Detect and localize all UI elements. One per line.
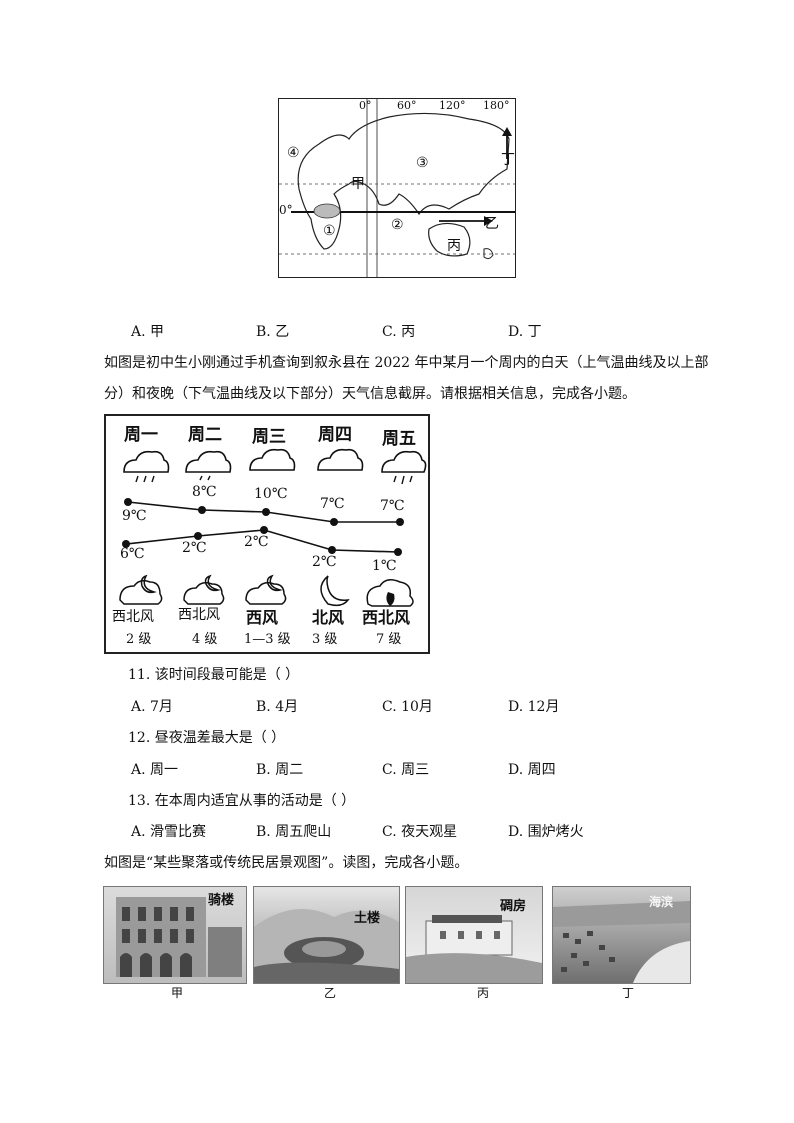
weather-icons-chart	[119, 448, 427, 607]
q13-option-a: A. 滑雪比赛	[131, 824, 207, 840]
night-temp-mon: 6℃	[120, 546, 145, 562]
q12-option-d: D. 周四	[508, 762, 556, 778]
photo-caption-ding: 丁	[621, 986, 634, 1000]
day-thu: 周四	[318, 425, 352, 445]
longitude-0-label: 0°	[359, 99, 372, 112]
night-temp-tue: 2℃	[182, 540, 207, 556]
diaofang-image	[406, 915, 542, 983]
photo-label-diaofang: 碉房	[500, 899, 527, 914]
option-c: C. 丙	[382, 324, 416, 340]
day-fri: 周五	[382, 429, 416, 449]
wind-fri: 西北风	[362, 608, 411, 627]
day-temp-mon: 9℃	[122, 508, 147, 524]
q11-option-a: A. 7月	[131, 699, 173, 715]
photo-label-qilou: 骑楼	[208, 893, 235, 908]
map-label-3: ③	[416, 155, 429, 171]
world-map	[279, 99, 515, 277]
longitude-120-label: 120°	[439, 99, 466, 112]
map-label-2: ②	[391, 217, 404, 233]
cloud-rain-icon	[123, 450, 170, 473]
q11-option-d: D. 12月	[508, 699, 560, 715]
photo-label-tulou: 土楼	[354, 911, 381, 926]
photo-tulou: 土楼	[253, 886, 400, 984]
photo-caption-bing: 丙	[476, 986, 489, 1000]
day-temp-wed: 10℃	[254, 486, 288, 502]
longitude-60-label: 60°	[397, 99, 417, 112]
longitude-180-label: 180°	[483, 99, 510, 112]
option-b: B. 乙	[256, 324, 290, 340]
tulou-image	[254, 909, 399, 983]
level-thu: 3 级	[312, 632, 338, 647]
map-label-1: ①	[323, 223, 336, 239]
map-label-4: ④	[287, 145, 300, 161]
equator-label: 0°	[279, 203, 293, 217]
day-tue: 周二	[188, 425, 222, 445]
option-a: A. 甲	[131, 324, 165, 340]
photo-caption-yi: 乙	[323, 986, 336, 1000]
wind-thu: 北风	[312, 608, 345, 627]
question-11-stem: 11. 该时间段最可能是（ ）	[128, 667, 300, 683]
photo-coastal-village: 海滨	[552, 886, 691, 984]
level-wed: 1—3 级	[244, 632, 291, 647]
q13-option-d: D. 围炉烤火	[508, 824, 584, 840]
photo-label-haibin: 海滨	[649, 895, 674, 909]
level-fri: 7 级	[376, 632, 402, 647]
coastal-village-image	[553, 901, 690, 983]
question-12-stem: 12. 昼夜温差最大是（ ）	[128, 730, 286, 746]
photo-arcade-building: 骑楼	[103, 886, 247, 984]
q11-option-c: C. 10月	[382, 699, 433, 715]
map-label-ding: 丁	[501, 152, 515, 168]
map-label-jia: 甲	[351, 176, 365, 192]
wind-tue: 西北风	[178, 607, 220, 623]
weather-forecast-figure: 周一 周二 周三 周四 周五	[104, 414, 430, 654]
arcade-building-image	[116, 897, 242, 977]
question-13-stem: 13. 在本周内适宜从事的活动是（ ）	[128, 793, 356, 809]
level-mon: 2 级	[126, 632, 152, 647]
wind-mon: 西北风	[112, 609, 154, 625]
q12-option-b: B. 周二	[256, 762, 304, 778]
q11-option-b: B. 4月	[256, 699, 299, 715]
q12-option-a: A. 周一	[131, 762, 179, 778]
day-mon: 周一	[124, 425, 158, 445]
night-temp-wed: 2℃	[244, 534, 269, 550]
world-map-figure: 0° 60° 120° 180° 0° ① ② ③ ④ 甲 乙 丙 丁	[278, 98, 516, 278]
q12-option-c: C. 周三	[382, 762, 430, 778]
q13-option-c: C. 夜天观星	[382, 824, 458, 840]
q13-option-b: B. 周五爬山	[256, 824, 332, 840]
map-label-yi: 乙	[485, 216, 499, 232]
intro-paragraph-line1: 如图是初中生小刚通过手机查询到叙永县在 2022 年中某月一个周内的白天（上气温…	[104, 355, 709, 371]
intro-paragraph-2: 如图是“某些聚落或传统民居景观图”。读图，完成各小题。	[104, 855, 469, 871]
night-temp-thu: 2℃	[312, 554, 337, 570]
map-label-bing: 丙	[447, 238, 461, 254]
wind-wed: 西风	[246, 608, 279, 627]
level-tue: 4 级	[192, 632, 218, 647]
photo-caption-jia: 甲	[170, 986, 183, 1000]
night-temp-fri: 1℃	[372, 558, 397, 574]
photo-diaofang: 碉房	[405, 886, 543, 984]
option-d: D. 丁	[508, 324, 542, 340]
intro-paragraph-line2: 分）和夜晚（下气温曲线及以下部分）天气信息截屏。请根据相关信息，完成各小题。	[104, 386, 636, 402]
day-wed: 周三	[252, 427, 286, 447]
day-temp-tue: 8℃	[192, 484, 217, 500]
day-temp-fri: 7℃	[380, 498, 405, 514]
day-temp-thu: 7℃	[320, 496, 345, 512]
